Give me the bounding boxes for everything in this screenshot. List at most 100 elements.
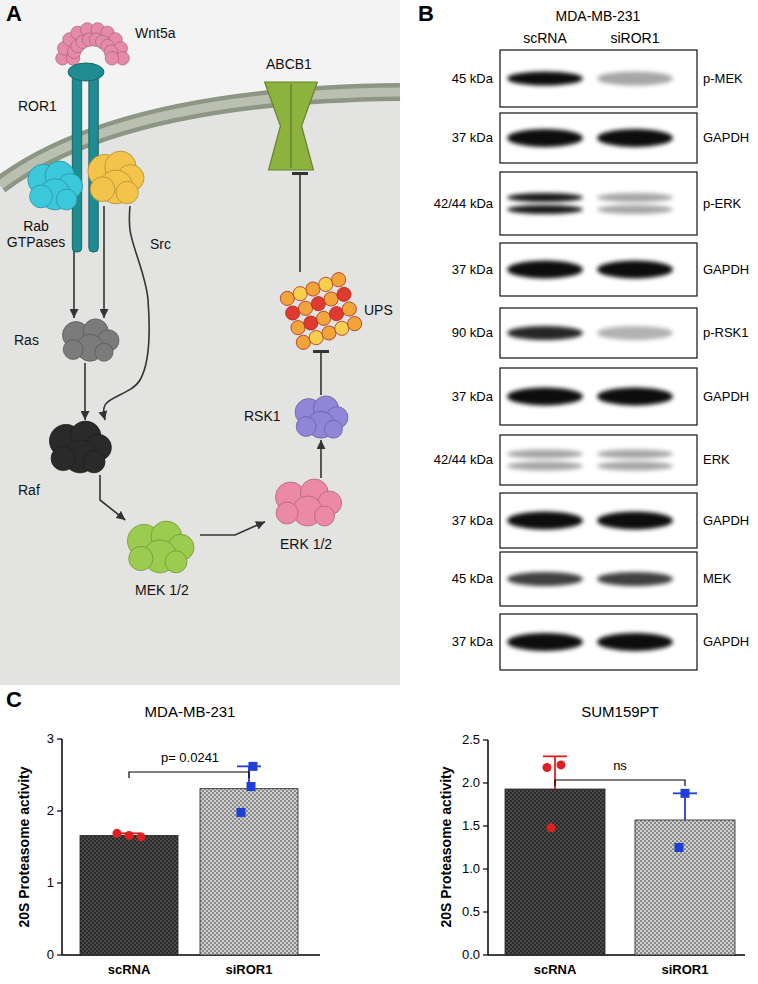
protein-shape xyxy=(120,520,200,575)
tick-label: 3 xyxy=(47,732,54,747)
mass-label: 37 kDa xyxy=(452,635,493,650)
protein-label: ABCB1 xyxy=(266,56,312,72)
western-blots xyxy=(500,50,697,670)
transporter-shape xyxy=(258,80,324,172)
protein-band-label: GAPDH xyxy=(703,513,749,528)
data-point xyxy=(237,808,246,817)
protein-band xyxy=(507,512,583,530)
protein-label: Raf xyxy=(18,482,40,498)
protein-band xyxy=(597,205,673,214)
protein-band-label: ERK xyxy=(703,453,730,468)
protein-band-label: p-RSK1 xyxy=(703,326,749,341)
protein-node: Src xyxy=(88,150,144,206)
tick-label: 0 xyxy=(47,948,54,963)
blot-strip xyxy=(500,614,697,670)
tick-mark xyxy=(57,738,62,739)
tick-label: 0.5 xyxy=(462,905,480,920)
blot-strip xyxy=(500,172,697,235)
protein-band xyxy=(507,205,583,214)
axis-title: 20S Proteasome activity xyxy=(438,766,454,927)
protein-band xyxy=(597,462,673,471)
protein-node: Rab GTPases xyxy=(26,160,84,212)
protein-band xyxy=(597,193,673,202)
protein-band xyxy=(507,72,583,86)
tick-mark xyxy=(57,882,62,883)
protein-node: UPS xyxy=(282,272,360,350)
data-point xyxy=(249,762,258,771)
mass-label: 42/44 kDa xyxy=(434,196,493,211)
mass-label: 45 kDa xyxy=(452,572,493,587)
protein-band-label: p-MEK xyxy=(703,71,743,86)
data-point xyxy=(547,823,556,832)
protein-band xyxy=(597,633,673,651)
tick-mark xyxy=(483,825,488,826)
protein-band xyxy=(597,261,673,279)
bar xyxy=(200,789,298,955)
lane-label: scRNA xyxy=(523,30,567,46)
protein-band xyxy=(507,326,583,340)
protein-band xyxy=(507,129,583,147)
bar xyxy=(505,789,605,955)
protein-band xyxy=(507,633,583,651)
blot-strip xyxy=(500,243,697,296)
protein-band xyxy=(597,450,673,459)
protein-shape xyxy=(26,160,84,212)
blot-strip xyxy=(500,435,697,485)
blot-strip xyxy=(500,50,697,107)
error-cap xyxy=(543,755,567,757)
protein-band xyxy=(507,462,583,471)
protein-shape xyxy=(55,318,125,363)
extracellular-ground xyxy=(0,0,400,685)
proteasome-shape xyxy=(282,272,360,350)
bar xyxy=(635,820,735,955)
mass-label: 90 kDa xyxy=(452,326,493,341)
category-label: siROR1 xyxy=(226,963,273,978)
bar-chart xyxy=(483,740,745,955)
inhibition-connector xyxy=(299,172,301,272)
blot-frame xyxy=(500,243,697,296)
chart-title: SUM159PT xyxy=(581,703,659,720)
data-point xyxy=(543,763,552,772)
data-point xyxy=(247,782,256,791)
mass-label: 37 kDa xyxy=(452,513,493,528)
category-label: scRNA xyxy=(108,963,151,978)
blot-frame xyxy=(500,493,697,548)
activation-arrow xyxy=(104,206,149,420)
chart-title: MDA-MB-231 xyxy=(145,703,236,720)
protein-band xyxy=(507,261,583,279)
tick-mark xyxy=(483,739,488,740)
bar xyxy=(80,835,178,955)
activation-arrow xyxy=(84,363,86,420)
tick-label: 2 xyxy=(47,804,54,819)
blot-frame xyxy=(500,552,697,606)
protein-shape xyxy=(45,420,115,475)
inhibition-connector xyxy=(320,350,322,395)
y-axis xyxy=(487,740,489,955)
activation-arrow xyxy=(200,522,265,535)
tick-label: 2.0 xyxy=(462,776,480,791)
tick-mark xyxy=(483,782,488,783)
tick-mark xyxy=(57,810,62,811)
protein-label: Wnt5a xyxy=(135,25,175,41)
blot-frame xyxy=(500,368,697,425)
tick-label: 0.0 xyxy=(462,948,480,963)
blot-frame xyxy=(500,435,697,485)
category-label: siROR1 xyxy=(662,963,709,978)
bar-charts xyxy=(57,739,745,955)
axis-title: 20S Proteasome activity xyxy=(16,766,32,927)
data-point xyxy=(125,831,134,840)
tick-label: 2.5 xyxy=(462,733,480,748)
tick-label: 1.5 xyxy=(462,819,480,834)
tick-mark xyxy=(57,954,62,955)
protein-label: ERK 1/2 xyxy=(280,536,332,552)
protein-node: ERK 1/2 xyxy=(265,478,350,528)
data-point xyxy=(681,789,690,798)
mass-label: 37 kDa xyxy=(452,389,493,404)
protein-band xyxy=(507,572,583,586)
data-point xyxy=(675,843,684,852)
protein-band xyxy=(507,450,583,459)
protein-band xyxy=(597,572,673,586)
tick-label: 1 xyxy=(47,876,54,891)
significance-bracket xyxy=(555,780,685,786)
